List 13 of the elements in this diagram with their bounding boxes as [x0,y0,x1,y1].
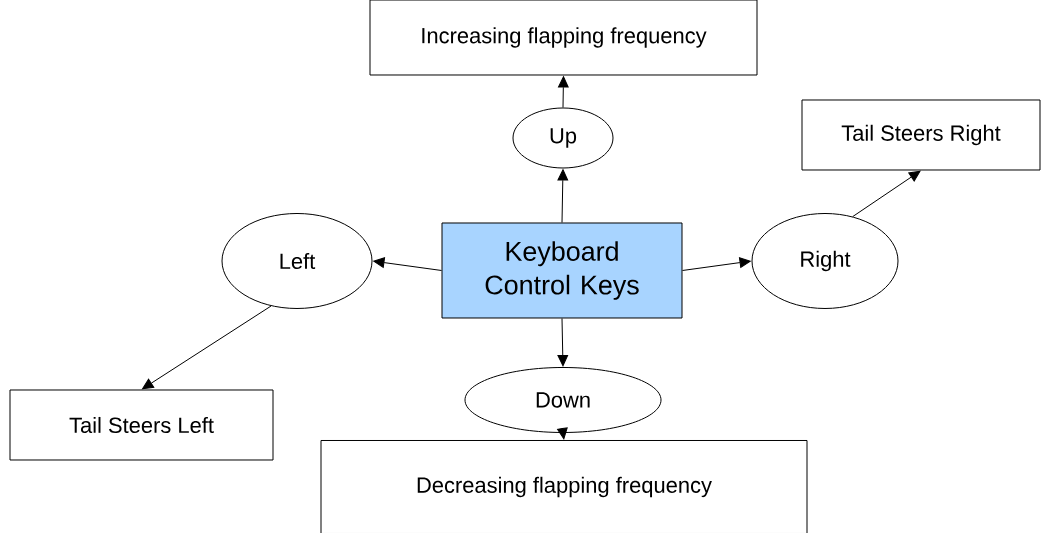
arrow [852,170,921,218]
text-box: Tail Steers Left [9,389,274,461]
text-box: Tail Steers Right [801,99,1041,171]
arrow [557,169,569,223]
arrow [373,257,442,271]
text-box: Decreasing flapping frequency [320,440,808,533]
arrow [142,305,272,390]
arrow [682,257,751,271]
arrow [557,318,569,367]
arrow [557,427,568,440]
arrow [558,76,569,108]
text-box: Increasing flapping frequency [369,0,758,76]
key-box: Keyboard Control Keys [441,222,683,319]
